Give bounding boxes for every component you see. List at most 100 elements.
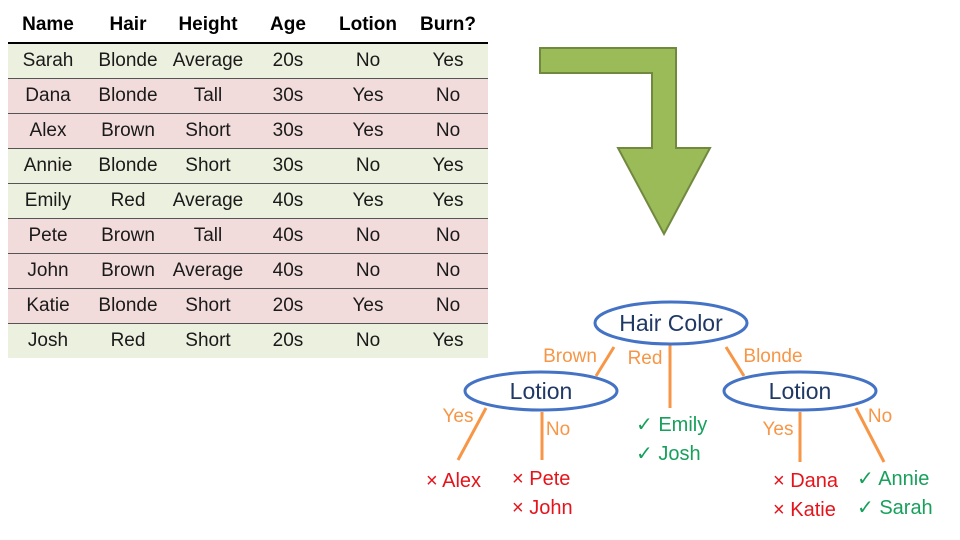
edge-label-blonde: Blonde (743, 346, 802, 367)
header-height: Height (168, 8, 248, 44)
right-lotion-label: Lotion (769, 378, 832, 404)
cell-burn: Yes (408, 183, 488, 219)
cell-height: Tall (168, 218, 248, 254)
header-name: Name (8, 8, 88, 44)
edge-label-red: Red (628, 348, 663, 369)
edge-blonde (724, 346, 746, 377)
header-age: Age (248, 8, 328, 44)
leaf-emily: ✓ Emily (636, 414, 707, 436)
cell-hair: Blonde (88, 148, 168, 184)
leaf-dana: × Dana (773, 470, 839, 492)
cell-lotion: Yes (328, 78, 408, 114)
cell-lotion: No (328, 253, 408, 289)
cell-lotion: No (328, 323, 408, 359)
left-lotion-label: Lotion (510, 378, 573, 404)
leaf-annie: ✓ Annie (857, 468, 929, 490)
cell-age: 30s (248, 78, 328, 114)
edge-left-yes (456, 407, 488, 461)
cell-height: Average (168, 183, 248, 219)
cell-height: Short (168, 323, 248, 359)
cell-lotion: No (328, 43, 408, 79)
down-arrow-icon (539, 47, 712, 237)
edge-label-right-yes: Yes (763, 419, 794, 440)
leaf-alex: × Alex (426, 470, 481, 492)
cell-age: 40s (248, 253, 328, 289)
header-lotion: Lotion (328, 8, 408, 44)
cell-name: Katie (8, 288, 88, 324)
cell-age: 20s (248, 43, 328, 79)
cell-height: Short (168, 148, 248, 184)
cell-lotion: No (328, 148, 408, 184)
cell-lotion: No (328, 218, 408, 254)
cell-hair: Blonde (88, 288, 168, 324)
cell-name: Alex (8, 113, 88, 149)
cell-name: Josh (8, 323, 88, 359)
cell-height: Short (168, 288, 248, 324)
left-lotion-node (463, 370, 619, 412)
cell-name: Emily (8, 183, 88, 219)
edge-label-left-no: No (546, 419, 570, 440)
leaf-josh: ✓ Josh (636, 443, 701, 465)
cell-height: Average (168, 43, 248, 79)
cell-burn: No (408, 253, 488, 289)
cell-hair: Brown (88, 218, 168, 254)
edge-label-brown: Brown (543, 346, 597, 367)
cell-hair: Red (88, 183, 168, 219)
cell-lotion: Yes (328, 113, 408, 149)
cell-age: 40s (248, 218, 328, 254)
leaf-sarah: ✓ Sarah (857, 497, 933, 519)
cell-height: Tall (168, 78, 248, 114)
cell-name: Annie (8, 148, 88, 184)
root-node-label: Hair Color (619, 310, 723, 336)
root-node (593, 300, 749, 346)
cell-hair: Red (88, 323, 168, 359)
leaf-pete: × Pete (512, 468, 570, 490)
cell-age: 20s (248, 323, 328, 359)
cell-age: 40s (248, 183, 328, 219)
cell-burn: No (408, 218, 488, 254)
right-lotion-node (722, 370, 878, 412)
cell-hair: Blonde (88, 78, 168, 114)
cell-burn: Yes (408, 43, 488, 79)
cell-burn: No (408, 113, 488, 149)
cell-hair: Blonde (88, 43, 168, 79)
edge-label-right-no: No (868, 406, 892, 427)
cell-burn: No (408, 78, 488, 114)
leaf-john: × John (512, 497, 573, 519)
cell-height: Short (168, 113, 248, 149)
cell-age: 20s (248, 288, 328, 324)
cell-name: Sarah (8, 43, 88, 79)
cell-burn: Yes (408, 323, 488, 359)
edge-right-no (854, 407, 886, 463)
cell-name: Dana (8, 78, 88, 114)
header-burn: Burn? (408, 8, 488, 44)
edge-label-left-yes: Yes (443, 406, 474, 427)
cell-lotion: Yes (328, 288, 408, 324)
cell-age: 30s (248, 148, 328, 184)
cell-age: 30s (248, 113, 328, 149)
cell-hair: Brown (88, 253, 168, 289)
cell-name: Pete (8, 218, 88, 254)
leaf-katie: × Katie (773, 499, 836, 521)
cell-hair: Brown (88, 113, 168, 149)
cell-height: Average (168, 253, 248, 289)
cell-lotion: Yes (328, 183, 408, 219)
edge-brown (594, 346, 616, 377)
header-hair: Hair (88, 8, 168, 44)
cell-burn: No (408, 288, 488, 324)
cell-burn: Yes (408, 148, 488, 184)
table-header-row: Name Hair Height Age Lotion Burn? (8, 8, 488, 44)
cell-name: John (8, 253, 88, 289)
